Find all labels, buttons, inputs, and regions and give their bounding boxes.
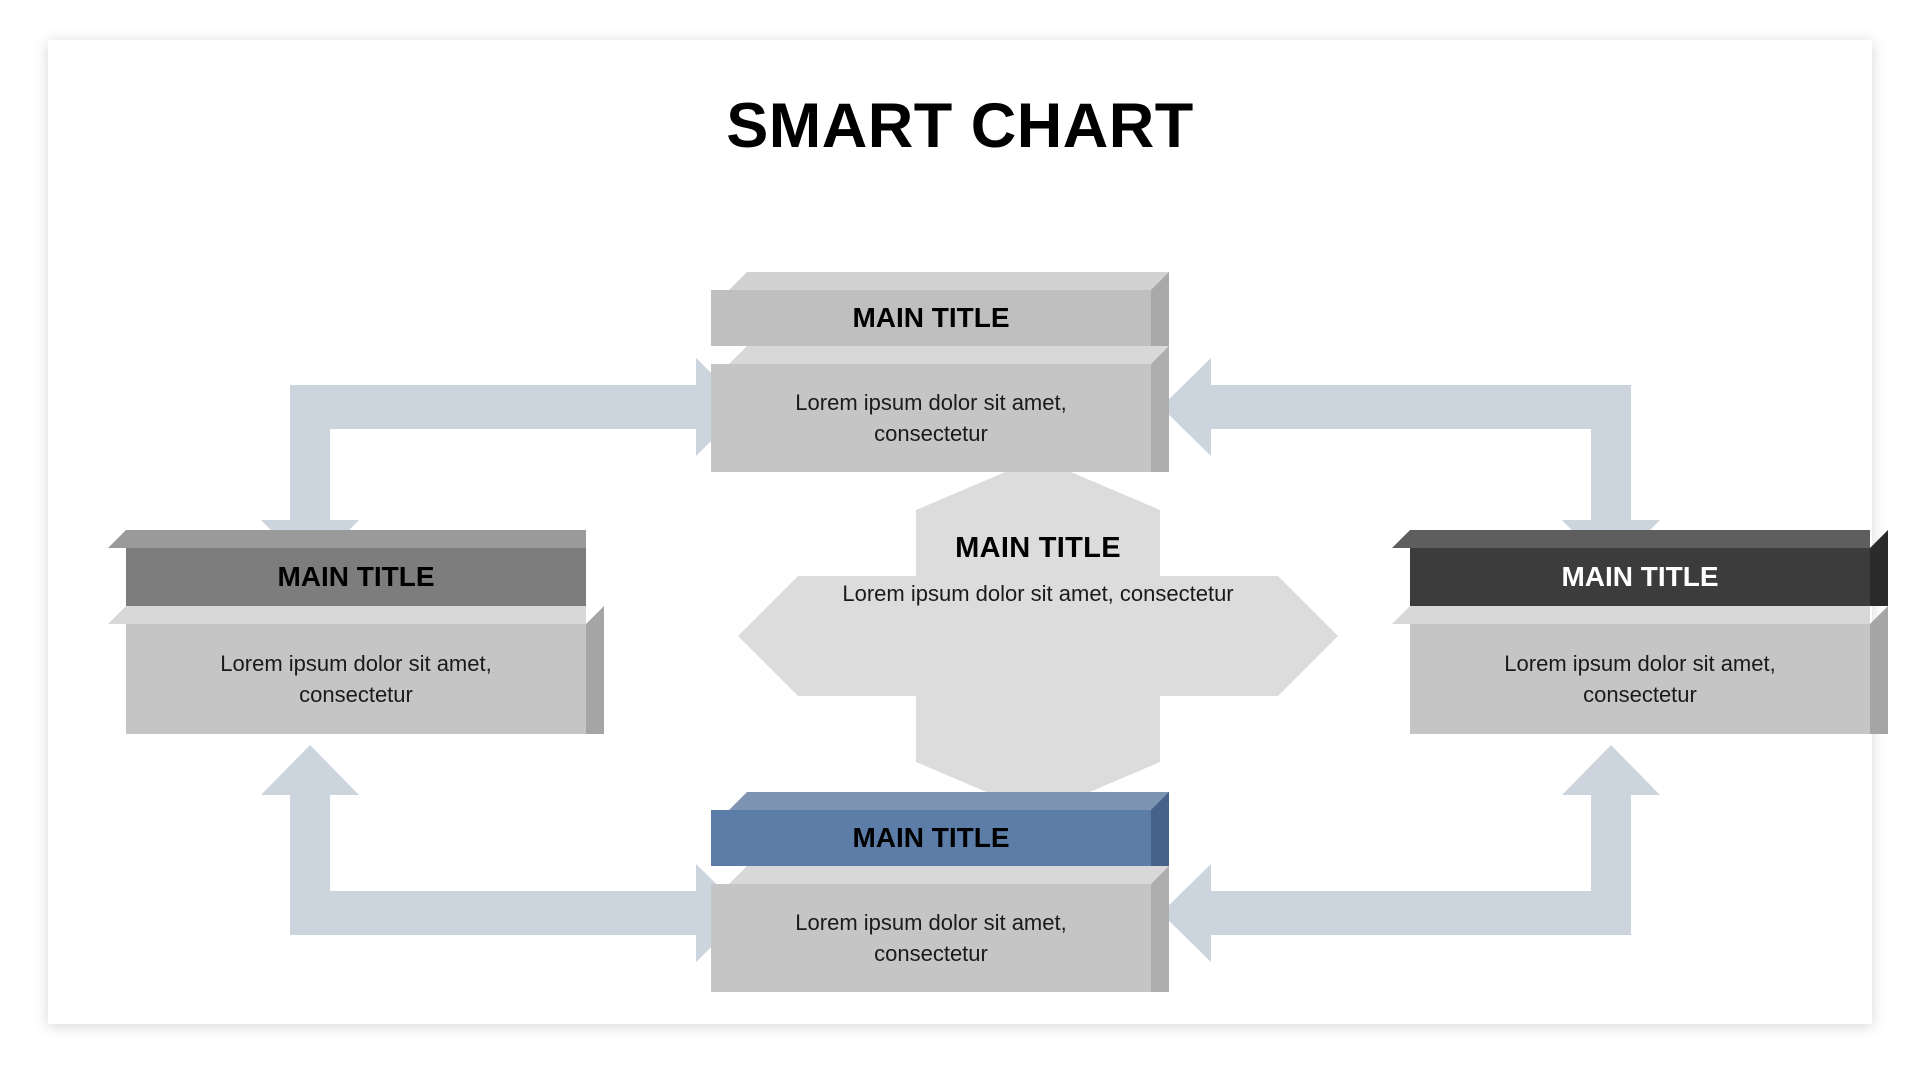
header-top-bevel	[108, 530, 586, 548]
body-right-side	[1151, 866, 1169, 992]
node-top-body-text: Lorem ipsum dolor sit amet, consectetur	[711, 364, 1151, 472]
header-right-side	[1151, 272, 1169, 346]
node-top-body-panel[interactable]: Lorem ipsum dolor sit amet, consectetur	[711, 346, 1169, 472]
hub-arrowhead-right	[1278, 576, 1338, 696]
node-top[interactable]: MAIN TITLE Lorem ipsum dolor sit amet, c…	[711, 272, 1169, 490]
hub-arrowhead-left	[738, 576, 798, 696]
arrowhead-up	[1562, 745, 1660, 795]
header-top-bevel	[729, 792, 1169, 810]
node-bottom-title: MAIN TITLE	[711, 810, 1151, 866]
node-bottom-body-panel[interactable]: Lorem ipsum dolor sit amet, consectetur	[711, 866, 1169, 992]
body-top-bevel	[1392, 606, 1870, 624]
arrowhead-left	[1161, 358, 1211, 456]
node-right-header[interactable]: MAIN TITLE	[1392, 530, 1888, 606]
header-top-bevel	[1392, 530, 1870, 548]
node-top-header[interactable]: MAIN TITLE	[711, 272, 1169, 346]
header-right-side	[1870, 530, 1888, 606]
header-right-side	[1151, 792, 1169, 866]
node-right-body-text: Lorem ipsum dolor sit amet, consectetur	[1410, 624, 1870, 734]
body-right-side	[586, 606, 604, 734]
header-top-bevel	[729, 272, 1169, 290]
node-bottom-header[interactable]: MAIN TITLE	[711, 792, 1169, 866]
node-left-title: MAIN TITLE	[126, 548, 586, 606]
node-top-title: MAIN TITLE	[711, 290, 1151, 346]
body-top-bevel	[108, 606, 586, 624]
center-node-body: Lorem ipsum dolor sit amet, consectetur	[842, 581, 1234, 606]
node-right-body-panel[interactable]: Lorem ipsum dolor sit amet, consectetur	[1392, 606, 1888, 734]
node-bottom[interactable]: MAIN TITLE Lorem ipsum dolor sit amet, c…	[711, 792, 1169, 1010]
arrowhead-up	[261, 745, 359, 795]
arrowhead-left	[1161, 864, 1211, 962]
body-top-bevel	[729, 346, 1169, 364]
node-right[interactable]: MAIN TITLE Lorem ipsum dolor sit amet, c…	[1392, 530, 1890, 758]
node-left[interactable]: MAIN TITLE Lorem ipsum dolor sit amet, c…	[108, 530, 606, 758]
node-left-body-text: Lorem ipsum dolor sit amet, consectetur	[126, 624, 586, 734]
slide-canvas: SMART CHART	[48, 40, 1888, 1024]
body-right-side	[1151, 346, 1169, 472]
center-node-title: MAIN TITLE	[955, 532, 1121, 564]
node-left-header[interactable]: MAIN TITLE	[108, 530, 586, 606]
body-top-bevel	[729, 866, 1169, 884]
node-left-body-panel[interactable]: Lorem ipsum dolor sit amet, consectetur	[108, 606, 604, 734]
node-right-title: MAIN TITLE	[1410, 548, 1870, 606]
center-node[interactable]: MAIN TITLE Lorem ipsum dolor sit amet, c…	[738, 532, 1338, 609]
body-right-side	[1870, 606, 1888, 734]
node-bottom-body-text: Lorem ipsum dolor sit amet, consectetur	[711, 884, 1151, 992]
page-title: SMART CHART	[726, 91, 1194, 161]
